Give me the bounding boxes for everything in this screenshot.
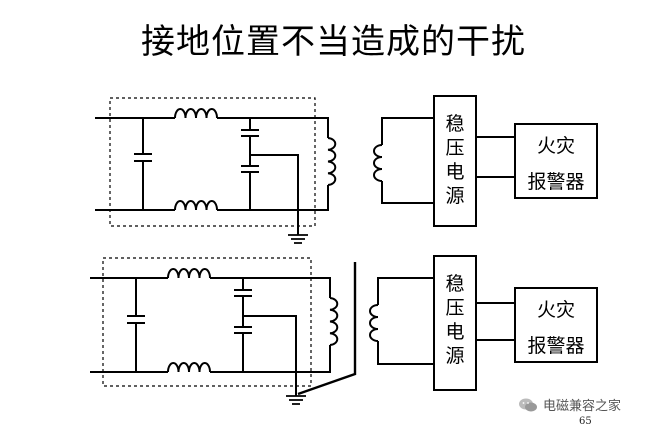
top-alarm-box [514, 123, 598, 199]
top-transformer-primary [327, 137, 337, 186]
top-x-capacitor [134, 118, 152, 210]
top-secondary-wires [381, 117, 434, 204]
top-regulator-char-2: 压 [445, 137, 464, 159]
top-lower-rail [95, 185, 329, 211]
top-regulator-box [433, 95, 477, 227]
bottom-transformer-primary [329, 297, 339, 346]
watermark: 电磁兼容之家 [518, 395, 621, 414]
bottom-upper-inductor [167, 268, 211, 279]
bottom-lower-inductor [167, 362, 211, 373]
bottom-upper-rail [90, 277, 331, 298]
top-upper-rail [95, 117, 329, 138]
slide-title: 接地位置不当造成的干扰 [141, 22, 526, 62]
top-y-capacitor-upper [241, 118, 259, 155]
top-alarm-line2: 报警器 [527, 171, 584, 193]
watermark-text: 电磁兼容之家 [543, 399, 622, 414]
bottom-transformer-shield [297, 262, 357, 396]
top-regulator-char-3: 电 [445, 161, 464, 183]
bottom-regulator-char-3: 电 [445, 321, 464, 343]
top-ground-wire [250, 154, 299, 235]
bottom-y-capacitor-upper [234, 278, 252, 316]
bottom-circuit [90, 255, 598, 405]
bottom-alarm-box [514, 287, 598, 363]
top-regulator-char-4: 源 [445, 185, 464, 207]
top-ground-symbol [288, 234, 308, 244]
top-alarm-line1: 火灾 [537, 135, 575, 157]
bottom-regulator-char-1: 稳 [445, 273, 464, 295]
bottom-x-capacitor [127, 278, 145, 372]
bottom-output-wires [476, 302, 515, 341]
top-regulator-char-1: 稳 [445, 113, 464, 135]
bottom-filter-box [102, 257, 312, 387]
bottom-transformer-secondary [369, 304, 379, 342]
bottom-alarm-line2: 报警器 [527, 335, 584, 357]
bottom-lower-rail [90, 345, 331, 373]
top-circuit [95, 95, 598, 244]
bottom-y-capacitor-lower [234, 316, 252, 372]
top-lower-inductor [174, 200, 218, 211]
top-output-wires [476, 136, 515, 178]
top-transformer-secondary [373, 144, 383, 182]
bottom-regulator-box [433, 255, 477, 391]
bottom-regulator-char-4: 源 [445, 345, 464, 367]
top-upper-inductor [174, 108, 218, 119]
labels: 稳 压 电 源 火灾 报警器 稳 压 电 源 火灾 报警器 [445, 113, 584, 367]
top-y-capacitor-lower [241, 155, 259, 210]
bottom-secondary-wires [377, 277, 434, 365]
bottom-alarm-line1: 火灾 [537, 299, 575, 321]
bottom-regulator-char-2: 压 [445, 297, 464, 319]
top-filter-box [109, 97, 316, 227]
wechat-icon [519, 398, 537, 411]
page-number: 65 [579, 416, 592, 427]
bottom-ground-wire [243, 315, 297, 396]
bottom-ground-symbol [286, 395, 306, 405]
